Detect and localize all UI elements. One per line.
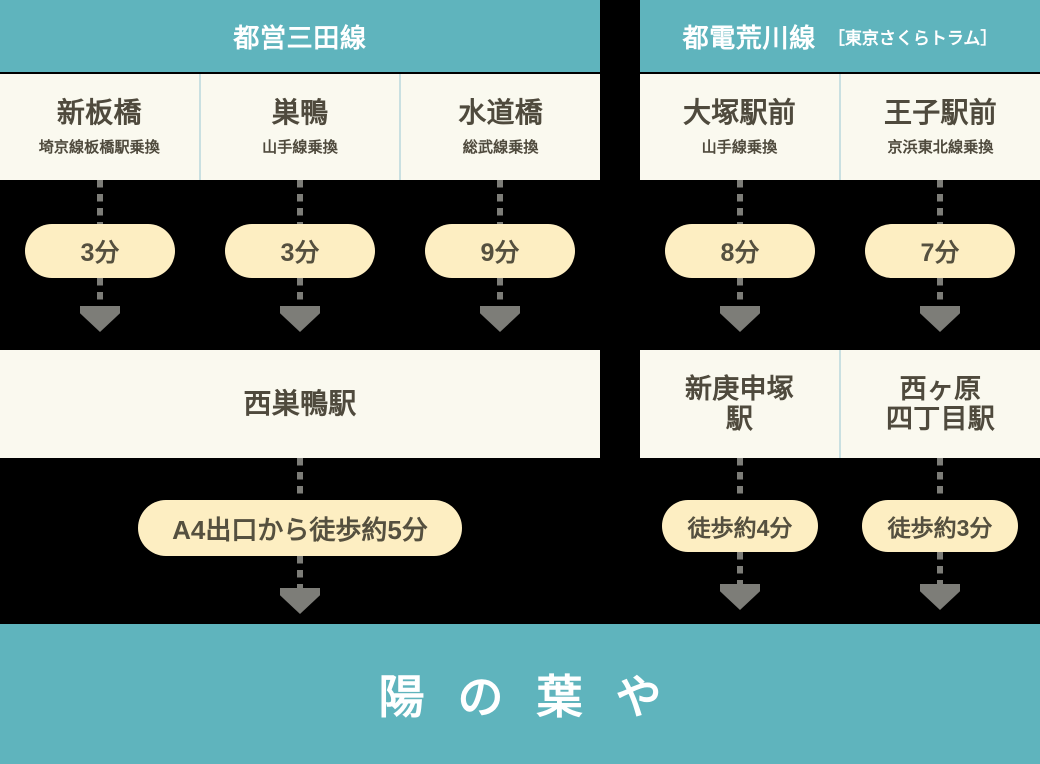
station-row-mita: 新板橋 埼京線板橋駅乗換 巣鴨 山手線乗換 水道橋 総武線乗換 bbox=[0, 74, 601, 180]
destination-name: 新庚申塚 駅 bbox=[684, 373, 795, 434]
dashed-stem bbox=[497, 278, 503, 306]
station-row-arakawa: 大塚駅前 山手線乗換 王子駅前 京浜東北線乗換 bbox=[640, 74, 1040, 180]
dashed-stem bbox=[297, 556, 303, 588]
ride-time-pill: 3分 bbox=[25, 224, 175, 278]
arrow-down-icon bbox=[720, 306, 760, 332]
line-name-label: 都営三田線 bbox=[233, 22, 367, 53]
destination-row-arakawa: 新庚申塚 駅 西ヶ原 四丁目駅 bbox=[640, 350, 1040, 458]
station-transfer: 総武線乗換 bbox=[462, 138, 539, 156]
station-transfer: 埼京線板橋駅乗換 bbox=[38, 138, 160, 156]
arrow-down-icon bbox=[480, 306, 520, 332]
station-name: 巣鴨 bbox=[271, 97, 329, 129]
destination-name: 西ヶ原 四丁目駅 bbox=[885, 373, 996, 434]
ride-time-pill: 3分 bbox=[225, 224, 375, 278]
dashed-stem bbox=[937, 180, 943, 224]
station-transfer: 山手線乗換 bbox=[262, 138, 338, 156]
station-transfer: 京浜東北線乗換 bbox=[887, 138, 994, 156]
station-cell-oji-ekimae[interactable]: 王子駅前 京浜東北線乗換 bbox=[839, 74, 1040, 180]
ride-time-pill: 7分 bbox=[865, 224, 1015, 278]
dashed-stem bbox=[737, 458, 743, 500]
line-header-mita: 都営三田線 bbox=[0, 0, 600, 72]
walk-time-pill: A4出口から徒歩約5分 bbox=[138, 500, 462, 556]
line-name-label: 都電荒川線 bbox=[682, 22, 816, 53]
dashed-stem bbox=[97, 278, 103, 306]
station-transfer: 山手線乗換 bbox=[701, 138, 778, 156]
arrow-down-icon bbox=[920, 306, 960, 332]
dashed-stem bbox=[737, 552, 743, 584]
station-cell-sugamo[interactable]: 巣鴨 山手線乗換 bbox=[198, 74, 400, 180]
walk-connector-nishigahara-yonchome: 徒歩約3分 bbox=[840, 458, 1040, 610]
dashed-stem bbox=[97, 180, 103, 224]
walk-connector-nishi-sugamo: A4出口から徒歩約5分 bbox=[0, 458, 600, 614]
ride-connector-sugamo: 3分 bbox=[200, 180, 400, 332]
destination-row-mita: 西巣鴨駅 bbox=[0, 350, 600, 458]
dashed-stem bbox=[737, 180, 743, 224]
station-name: 王子駅前 bbox=[883, 97, 998, 129]
dashed-stem bbox=[297, 458, 303, 500]
walk-time-pill: 徒歩約4分 bbox=[661, 500, 819, 552]
dashed-stem bbox=[497, 180, 503, 224]
destination-cell-nishigahara-yonchome[interactable]: 西ヶ原 四丁目駅 bbox=[839, 350, 1040, 458]
dashed-stem bbox=[937, 278, 943, 306]
arrow-down-icon bbox=[280, 588, 320, 614]
dashed-stem bbox=[297, 180, 303, 224]
ride-time-pill: 8分 bbox=[665, 224, 815, 278]
dashed-stem bbox=[937, 458, 943, 500]
arrow-down-icon bbox=[920, 584, 960, 610]
destination-cell-shin-koshinzuka[interactable]: 新庚申塚 駅 bbox=[640, 350, 839, 458]
line-nickname-label: ［東京さくらトラム］ bbox=[827, 28, 998, 48]
dashed-stem bbox=[937, 552, 943, 584]
shop-name-label: 陽 の 葉 や bbox=[378, 671, 672, 723]
ride-connector-oji-ekimae: 7分 bbox=[840, 180, 1040, 332]
ride-connector-shin-itabashi: 3分 bbox=[0, 180, 200, 332]
dashed-stem bbox=[737, 278, 743, 306]
dashed-stem bbox=[297, 278, 303, 306]
destination-name: 西巣鴨駅 bbox=[243, 388, 357, 420]
ride-connector-otsuka-ekimae: 8分 bbox=[640, 180, 840, 332]
arrow-down-icon bbox=[80, 306, 120, 332]
arrow-down-icon bbox=[720, 584, 760, 610]
ride-connector-suidobashi: 9分 bbox=[400, 180, 600, 332]
walk-connector-shin-koshinzuka: 徒歩約4分 bbox=[640, 458, 840, 610]
station-name: 大塚駅前 bbox=[682, 97, 797, 129]
line-header-arakawa: 都電荒川線 ［東京さくらトラム］ bbox=[640, 0, 1040, 72]
station-name: 水道橋 bbox=[458, 97, 544, 129]
ride-time-pill: 9分 bbox=[425, 224, 575, 278]
walk-time-pill: 徒歩約3分 bbox=[861, 500, 1019, 552]
arrow-down-icon bbox=[280, 306, 320, 332]
destination-cell-nishi-sugamo[interactable]: 西巣鴨駅 bbox=[0, 350, 600, 458]
station-cell-suidobashi[interactable]: 水道橋 総武線乗換 bbox=[399, 74, 601, 180]
station-cell-shin-itabashi[interactable]: 新板橋 埼京線板橋駅乗換 bbox=[0, 74, 199, 180]
shop-name-banner: 陽 の 葉 や bbox=[0, 624, 1040, 764]
station-name: 新板橋 bbox=[56, 97, 142, 129]
station-cell-otsuka-ekimae[interactable]: 大塚駅前 山手線乗換 bbox=[640, 74, 839, 180]
